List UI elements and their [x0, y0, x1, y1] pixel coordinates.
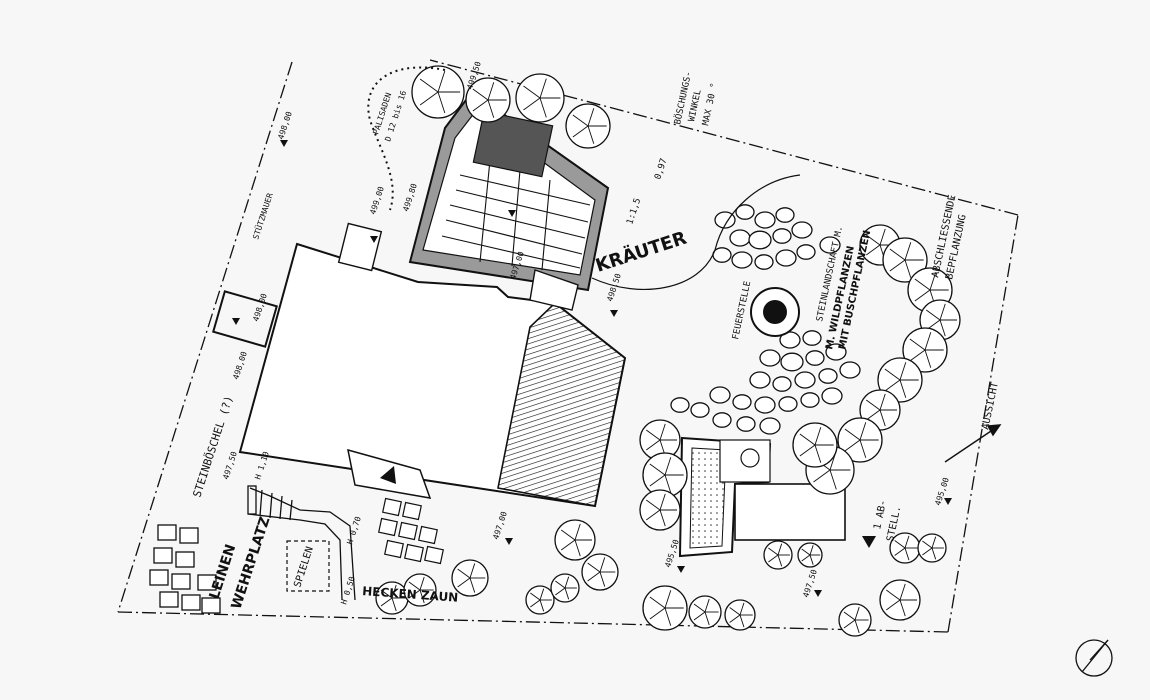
elev-d: 498,00	[231, 350, 249, 380]
label-hecken-zaun: HECKEN ZAUN	[362, 584, 459, 605]
trees	[375, 65, 961, 637]
elev-g: 497,50	[221, 450, 239, 480]
elev-c: 499,80	[401, 182, 419, 212]
stone-field	[670, 204, 861, 435]
pergola	[408, 90, 610, 311]
elev-b: 499,00	[368, 185, 386, 215]
paving-stones-left	[149, 524, 221, 614]
outlook-arrow	[944, 424, 1002, 463]
label-abstell: 1 AB-	[872, 499, 889, 531]
fire-place	[750, 287, 800, 337]
elevation-markers	[232, 140, 952, 597]
play-area	[286, 540, 330, 592]
label-max: MAX 30 °	[701, 82, 720, 126]
elev-v: 0,97	[653, 157, 669, 181]
label-feuerstelle: FEUERSTELLE	[731, 280, 753, 340]
palisade-line	[367, 66, 446, 211]
label-spielen: SPIELEN	[292, 545, 315, 588]
stone-path	[247, 485, 356, 601]
elev-j: 495,50	[663, 538, 681, 568]
paving-stones-center	[378, 497, 444, 565]
elev-x: 1:1,5	[625, 197, 643, 226]
elev-k: 497,50	[801, 568, 819, 598]
label-wehrplatz: WEHRPLATZ	[229, 515, 274, 611]
label-stuetzmauer: STÜTZMAUER	[250, 192, 274, 241]
label-kraeuter: KRÄUTER	[593, 227, 690, 277]
label-aussicht: AUSSICHT	[980, 381, 1001, 430]
elev-q: H 0,70	[345, 515, 363, 545]
label-steinboeschel: STEINBÖSCHEL (?)	[190, 394, 235, 499]
elev-i: 497,00	[491, 510, 509, 540]
elev-e: 498,00	[251, 292, 269, 322]
herb-curve	[591, 174, 801, 290]
north-arrow-icon	[1075, 639, 1113, 677]
elev-f: 498,00	[276, 110, 294, 140]
